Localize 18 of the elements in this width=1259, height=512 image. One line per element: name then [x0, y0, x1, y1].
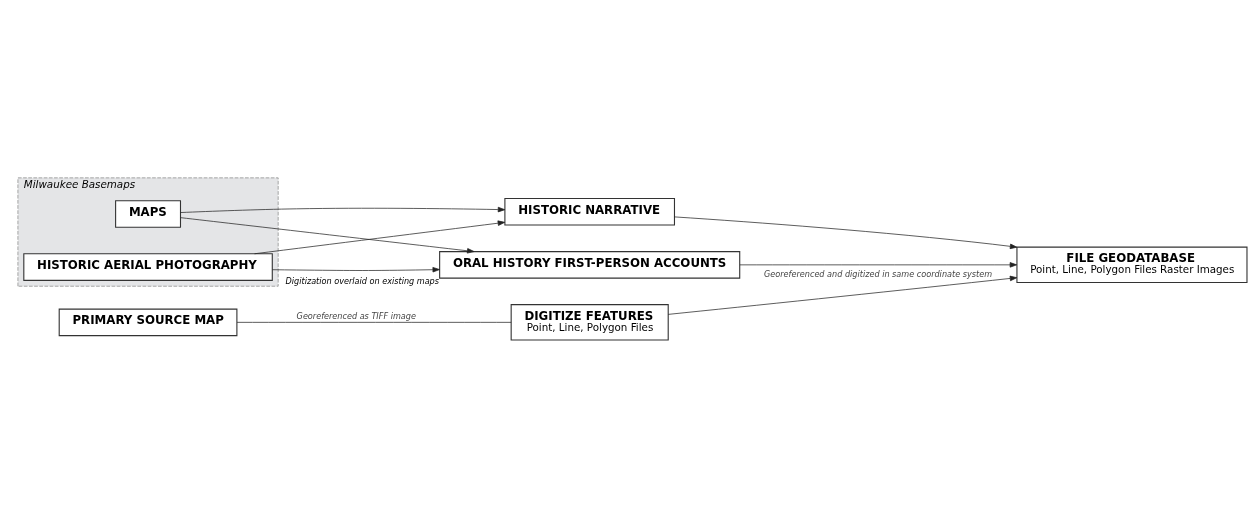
arrow: [254, 220, 506, 255]
node-box: HISTORIC AERIAL PHOTOGRAPHY: [23, 253, 273, 281]
edge-label: Georeferenced as TIFF image: [296, 311, 416, 322]
node-label: Digitization overlaid on existing maps: [285, 275, 439, 286]
node-box: ORAL HISTORY FIRST-PERSON ACCOUNTS: [439, 251, 741, 279]
connector: [236, 322, 512, 323]
edge-label: Georeferenced and digitized in same coordinate system: [764, 269, 993, 280]
node-box: FILE GEODATABASE Point, Line, Polygon Files Raster Images: [1016, 246, 1248, 284]
node-box: PRIMARY SOURCE MAP: [58, 308, 238, 337]
node-box: HISTORIC NARRATIVE: [504, 197, 676, 226]
arrow: [180, 206, 506, 213]
arrow: [272, 267, 440, 273]
node-box: DIGITIZE FEATURES Point, Line, Polygon Files: [510, 304, 669, 341]
arrow: [739, 262, 1018, 268]
arrow: [667, 275, 1018, 315]
arrow: [180, 217, 475, 254]
node-box: MAPS: [115, 200, 182, 228]
arrow: [674, 216, 1018, 250]
